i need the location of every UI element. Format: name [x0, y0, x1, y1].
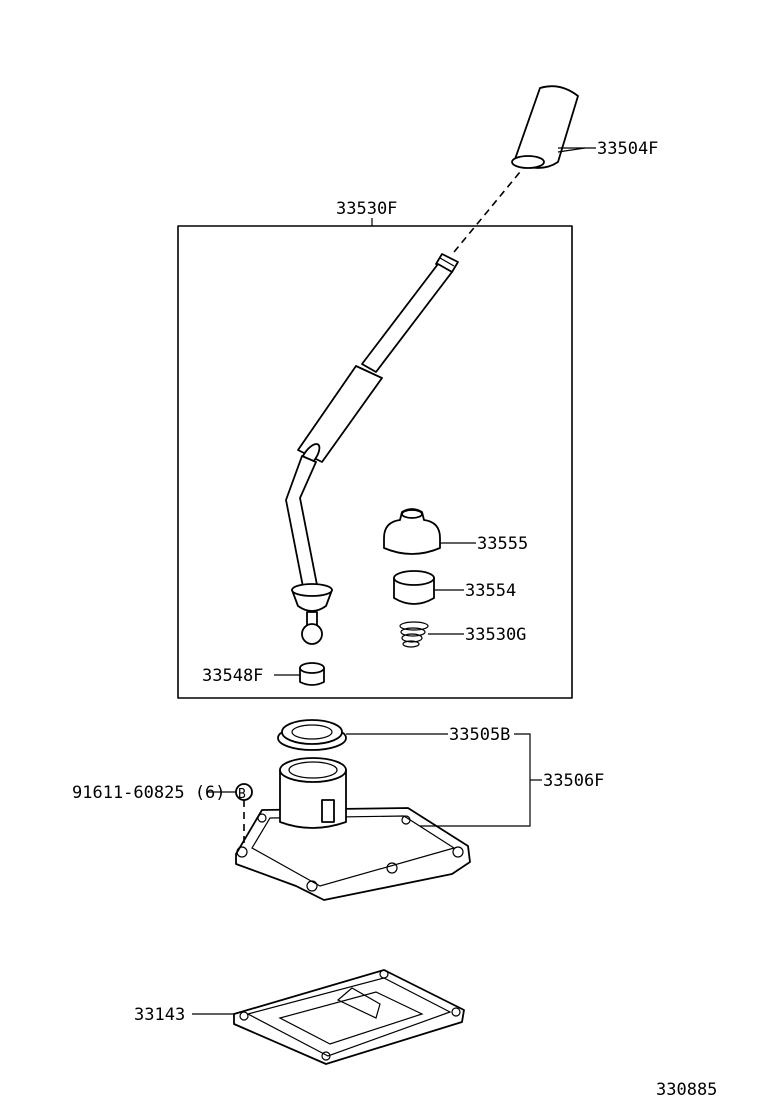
housing-bracket — [420, 733, 531, 827]
retainer-part — [277, 719, 347, 751]
bolt-marker: B — [235, 783, 253, 802]
label-33548F: 33548F — [202, 666, 263, 686]
boot-part — [383, 508, 441, 555]
label-33530F: 33530F — [336, 199, 397, 219]
label-33554: 33554 — [465, 581, 516, 601]
label-33505B: 33505B — [449, 725, 510, 745]
label-91611-60825: 91611-60825 (6) — [72, 783, 226, 803]
spring-part — [399, 621, 429, 648]
label-33506F: 33506F — [543, 771, 604, 791]
lever-assembly-box — [177, 225, 573, 699]
label-33555: 33555 — [477, 534, 528, 554]
shift-knob — [511, 85, 586, 169]
drawing-number: 330885 — [656, 1080, 717, 1100]
bushing-part — [393, 570, 435, 605]
seat-part — [299, 662, 325, 686]
housing-part — [235, 757, 471, 901]
label-33143: 33143 — [134, 1005, 185, 1025]
shift-lever — [285, 253, 459, 645]
alignment-dash — [453, 171, 521, 253]
label-33530G: 33530G — [465, 625, 526, 645]
bolt-marker-letter: B — [238, 787, 246, 802]
cover-part — [233, 969, 465, 1065]
label-33504F: 33504F — [597, 139, 658, 159]
